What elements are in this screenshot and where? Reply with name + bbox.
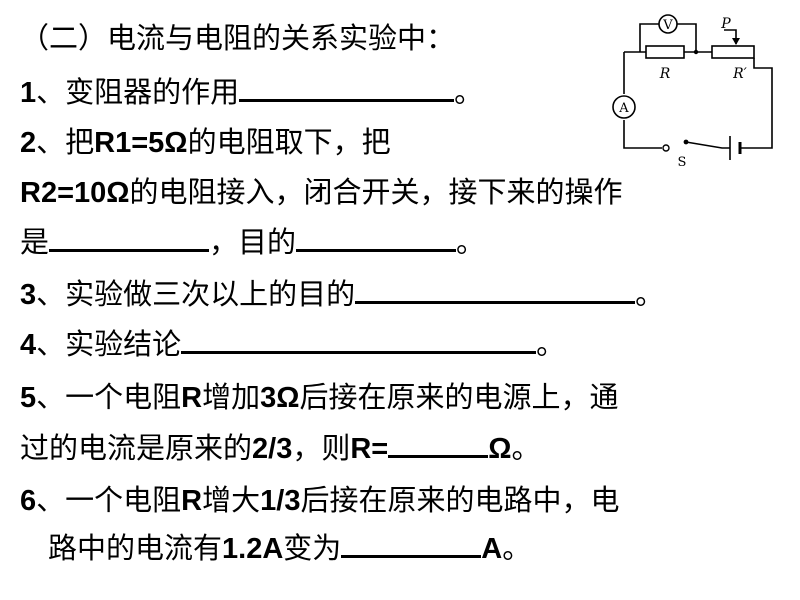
rheostat	[711, 45, 755, 59]
q1-end: 。	[454, 75, 484, 109]
ammeter-label: A	[618, 101, 629, 116]
switch-label: S	[678, 155, 687, 168]
q6-text-b: 增大	[202, 483, 261, 517]
q6-text-e: 变为	[283, 531, 342, 565]
q1-number: 1	[20, 77, 37, 109]
ammeter: A	[612, 95, 636, 119]
q6-value: 1.2A	[222, 533, 284, 565]
section-title: （二）电流与电阻的关系实验中：	[20, 18, 455, 58]
q2-number: 2	[20, 127, 37, 159]
q5-text-c: 后接在原来的电源上，通	[299, 380, 619, 414]
slider-label: P	[720, 16, 731, 32]
q6-fraction: 1/3	[260, 485, 301, 517]
voltmeter-label: V	[662, 18, 673, 33]
circuit-diagram: V R P R′ A S	[612, 14, 773, 168]
q4-answer-blank[interactable]	[181, 325, 537, 354]
q6-answer-blank[interactable]	[341, 529, 482, 558]
q5-unit: Ω	[488, 433, 512, 465]
q2-text-b: 的电阻取下，把	[187, 125, 391, 159]
circuit-wires	[623, 23, 773, 149]
q5-value: 3Ω	[260, 382, 300, 414]
q2-text-c: 的电阻接入，闭合开关，接下来的操作	[129, 175, 623, 209]
q4-text: 实验结论	[65, 327, 182, 361]
q5-text-a: 一个电阻	[65, 380, 182, 414]
rheostat-label: R′	[732, 66, 748, 82]
q4-sep: 、	[36, 327, 66, 361]
q5-fraction: 2/3	[252, 433, 293, 465]
question-6-line-1: 6、一个电阻R增大1/3后接在原来的电路中，电	[20, 480, 619, 521]
q6-number: 6	[20, 485, 37, 517]
q5-answer-blank[interactable]	[388, 429, 489, 458]
q4-number: 4	[20, 329, 37, 361]
q2-r1: R1=5Ω	[94, 127, 188, 159]
q2-text-d: 是	[20, 225, 50, 259]
question-2-line-3: 是 ，目的 。	[20, 222, 485, 262]
q5-text-d: 过的电流是原来的	[20, 431, 253, 465]
battery-symbol	[729, 136, 742, 160]
question-4: 4、实验结论 。	[20, 324, 565, 365]
q3-answer-blank[interactable]	[355, 275, 636, 304]
q6-r: R	[181, 485, 203, 517]
resistor-label: R	[659, 66, 671, 82]
q6-text-d: 路中的电流有	[48, 531, 223, 565]
q2-operation-blank[interactable]	[49, 223, 210, 252]
ammeter-symbol	[612, 95, 636, 119]
slider-arrow-icon	[732, 38, 740, 45]
q2-text-a: 把	[65, 125, 95, 159]
q1-text: 变阻器的作用	[65, 75, 240, 109]
q3-end: 。	[635, 277, 665, 311]
q5-r-equals: R=	[350, 433, 389, 465]
q6-unit: A	[481, 533, 503, 565]
q6-text-c: 后接在原来的电路中，电	[300, 483, 620, 517]
q1-sep: 、	[36, 75, 66, 109]
section-title-text: （二）电流与电阻的关系实验中：	[20, 21, 456, 55]
q2-r2: R2=10Ω	[20, 177, 130, 209]
q5-text-b: 增加	[202, 380, 261, 414]
q2-sep: 、	[36, 125, 66, 159]
rheostat-slider	[724, 29, 737, 44]
q4-end: 。	[536, 327, 566, 361]
q3-sep: 、	[36, 277, 66, 311]
voltmeter-symbol	[658, 14, 678, 34]
q2-purpose-blank[interactable]	[296, 223, 457, 252]
question-5-line-2: 过的电流是原来的2/3，则R= Ω。	[20, 428, 541, 469]
question-3: 3、实验做三次以上的目的 。	[20, 274, 664, 315]
q6-end: 。	[502, 531, 532, 565]
q1-answer-blank[interactable]	[239, 73, 455, 102]
q5-end: 。	[511, 431, 541, 465]
switch-pivot	[683, 139, 689, 145]
junction-dot	[693, 49, 699, 55]
q3-text: 实验做三次以上的目的	[65, 277, 356, 311]
q5-sep: 、	[36, 380, 66, 414]
resistor-r	[645, 45, 685, 59]
q6-sep: 、	[36, 483, 66, 517]
q3-number: 3	[20, 279, 37, 311]
q2-end: 。	[456, 225, 486, 259]
question-5-line-1: 5、一个电阻R增加3Ω后接在原来的电源上，通	[20, 377, 619, 418]
switch-terminal-left	[662, 144, 670, 152]
question-2-line-2: R2=10Ω的电阻接入，闭合开关，接下来的操作	[20, 172, 623, 213]
question-2-line-1: 2、把R1=5Ω的电阻取下，把	[20, 122, 391, 163]
q6-text-a: 一个电阻	[65, 483, 182, 517]
q5-text-e: ，则	[292, 431, 351, 465]
q5-number: 5	[20, 382, 37, 414]
q5-r: R	[181, 382, 203, 414]
q2-text-e: ，目的	[209, 225, 297, 259]
voltmeter: V	[658, 14, 678, 34]
question-6-line-2: 路中的电流有1.2A变为 A。	[48, 528, 531, 569]
question-1: 1、变阻器的作用 。	[20, 72, 483, 113]
